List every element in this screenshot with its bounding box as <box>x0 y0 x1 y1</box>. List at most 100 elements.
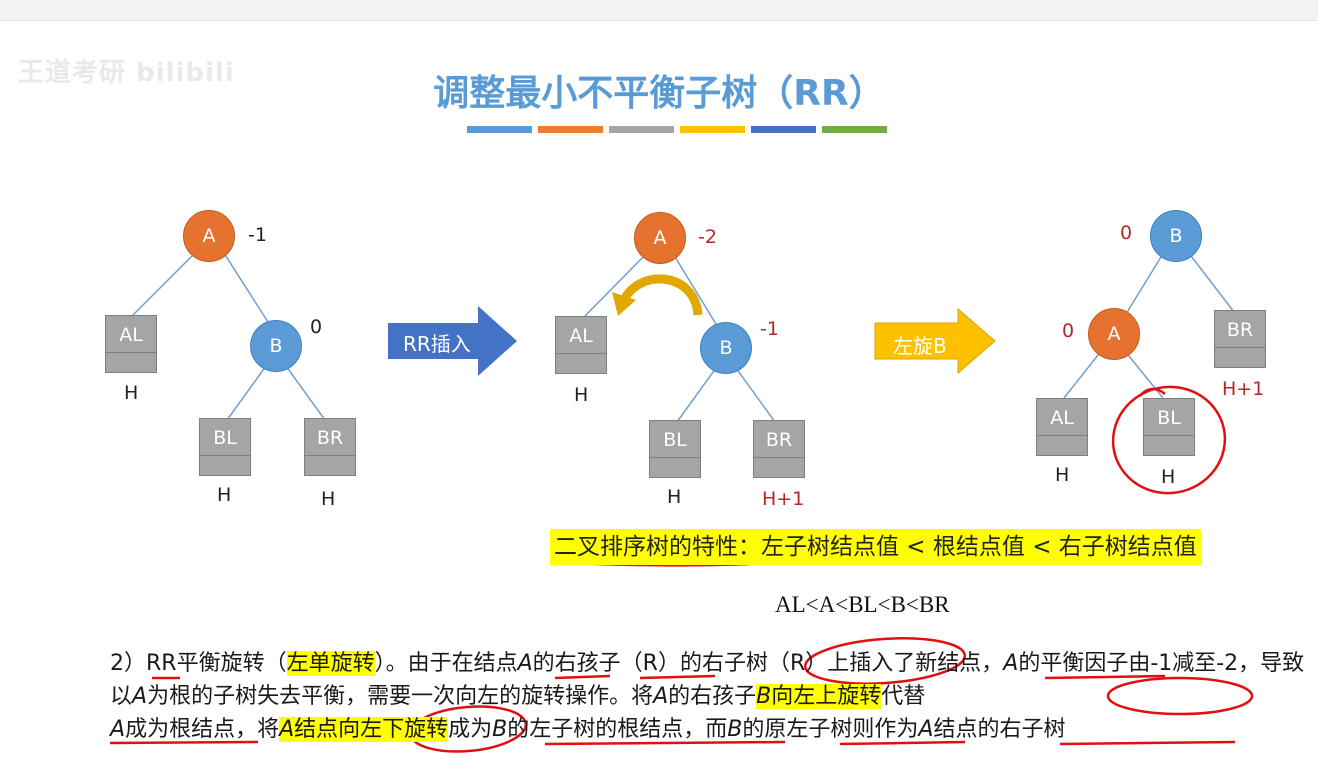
left-rotate-arrow-shape <box>874 307 996 375</box>
para-text: 的平衡因子由-1减至-2，导致以 <box>110 651 1305 709</box>
edge <box>285 365 326 421</box>
color-stripes <box>467 126 887 133</box>
edge <box>735 367 776 423</box>
height-br: H+1 <box>1222 378 1265 400</box>
subtree-label: BL <box>213 427 237 449</box>
subtree-label: AL <box>1050 407 1074 429</box>
subtree-label: BL <box>1157 407 1181 429</box>
subtree-divider <box>305 455 355 456</box>
para-text: 成为 <box>448 717 493 742</box>
bf-b: -1 <box>760 318 779 340</box>
subtree-divider <box>650 457 700 458</box>
subtree-br: BR <box>304 418 356 476</box>
circle <box>803 637 967 685</box>
underline <box>839 740 966 746</box>
para-var: B <box>727 717 743 742</box>
subtree-label: BR <box>765 429 793 451</box>
subtree-label: AL <box>569 325 593 347</box>
node-b: B <box>1150 210 1202 262</box>
node-a: A <box>634 212 686 264</box>
rr-insert-arrow-shape <box>388 306 517 376</box>
bf-a: -2 <box>698 226 717 248</box>
subtree-br: BR <box>753 420 805 478</box>
height-br: H <box>321 488 336 510</box>
subtree-divider <box>106 352 156 353</box>
red-annotations <box>109 385 1254 753</box>
para-var: B <box>756 684 772 709</box>
para-text: 成为根结点，将 <box>125 717 280 742</box>
para-text: 结点的右子树 <box>933 717 1066 742</box>
para-text: 2）RR平衡旋转（ <box>110 651 287 676</box>
stripe <box>538 126 603 133</box>
subtree-divider <box>1144 435 1194 436</box>
top-bar <box>0 0 1318 21</box>
subtree-al: AL <box>105 315 157 373</box>
para-var: A <box>653 684 669 709</box>
height-al: H <box>574 384 589 406</box>
para-highlight: 向左上旋转 <box>771 684 882 709</box>
subtree-al: AL <box>1036 398 1088 456</box>
height-al: H <box>124 382 139 404</box>
edge <box>221 249 269 323</box>
subtree-divider <box>754 457 804 458</box>
rotation-arrowhead <box>612 292 636 316</box>
bst-property: 二叉排序树的特性：左子树结点值 < 根结点值 < 右子树结点值 <box>550 529 1201 565</box>
height-al: H <box>1055 464 1070 486</box>
height-bl: H <box>1161 466 1176 488</box>
underline <box>1059 740 1236 746</box>
height-bl: H <box>217 484 232 506</box>
subtree-label: AL <box>119 324 143 346</box>
edge <box>1125 251 1165 315</box>
edge <box>226 365 267 421</box>
subtree-divider <box>556 353 606 354</box>
edge <box>1187 251 1235 313</box>
circle <box>1106 676 1254 716</box>
stripe <box>680 126 745 133</box>
rr-insert-label: RR插入 <box>403 332 471 356</box>
circle-bl <box>1111 385 1227 495</box>
left-rotate-label: 左旋B <box>893 334 947 358</box>
para-text: 的原左子树则作为 <box>742 717 919 742</box>
node-b: B <box>250 320 302 372</box>
subtree-bl: BL <box>199 418 251 476</box>
stripe <box>467 126 532 133</box>
para-text: 的左子树的根结点，而 <box>507 717 728 742</box>
edge <box>130 249 199 318</box>
bf-b: 0 <box>1120 222 1133 244</box>
underline <box>639 674 716 680</box>
edge <box>676 367 717 423</box>
watermark: 王道考研 bilibili <box>18 58 235 88</box>
bf-b: 0 <box>310 316 323 338</box>
subtree-label: BR <box>316 427 344 449</box>
mark <box>1139 387 1166 397</box>
underline <box>109 740 259 745</box>
para-text: 的右孩子（R）的右子树（R）上插入了新结点， <box>532 651 1004 676</box>
underline <box>554 674 611 680</box>
para-var: A <box>517 651 533 676</box>
subtree-bl: BL <box>649 420 701 478</box>
bf-a: 0 <box>1062 320 1075 342</box>
stripe <box>609 126 674 133</box>
node-a: A <box>183 210 235 262</box>
node-b: B <box>700 322 752 374</box>
para-highlight: 左单旋转 <box>286 651 375 676</box>
subtree-divider <box>1037 435 1087 436</box>
height-br: H+1 <box>762 488 805 510</box>
para-var: A <box>918 717 934 742</box>
rotation-curve <box>619 274 703 316</box>
edge <box>1063 349 1103 399</box>
stripe <box>751 126 816 133</box>
para-text: 为根的子树失去平衡，需要一次向左的旋转操作。将 <box>147 684 654 709</box>
subtree-bl: BL <box>1143 398 1195 456</box>
para-highlight: 结点向左下旋转 <box>294 717 449 742</box>
subtree-br: BR <box>1214 310 1266 368</box>
para-text: 的右孩子 <box>668 684 757 709</box>
para-var: A <box>279 717 295 742</box>
para-var: A <box>110 717 126 742</box>
node-a: A <box>1088 308 1140 360</box>
para-var: A <box>1003 651 1019 676</box>
edge <box>671 251 717 325</box>
para-text: ）。由于在结点 <box>374 651 518 676</box>
underline <box>544 740 786 746</box>
